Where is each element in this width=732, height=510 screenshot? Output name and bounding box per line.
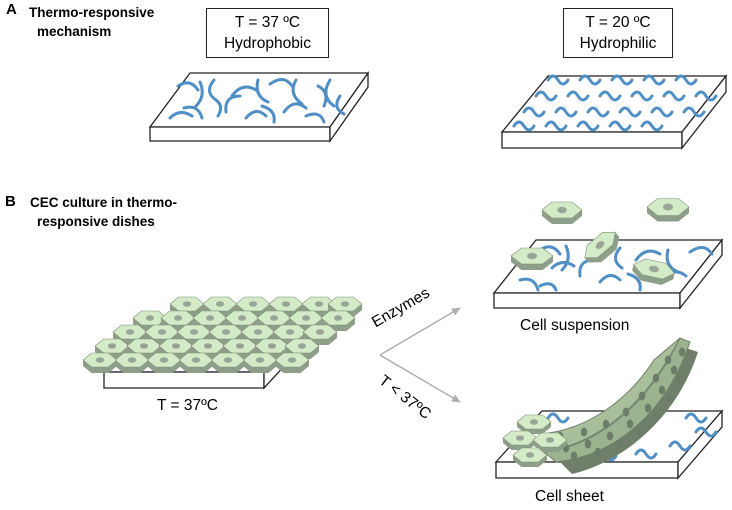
panel-b-title-line2: responsive dishes [37, 214, 155, 229]
enzyme-arrow [379, 307, 461, 356]
sheet-nucleus [658, 385, 666, 395]
sheet-nucleus [606, 431, 614, 441]
condition-box-hydrophobic: T = 37 ºC Hydrophobic [206, 8, 329, 58]
cell-monolayer [82, 296, 363, 373]
sheet-nucleus [622, 407, 630, 417]
sheet-nucleus [636, 427, 644, 437]
panel-a-letter: A [6, 1, 17, 18]
cell-sheet-label: Cell sheet [535, 488, 604, 505]
sheet-nucleus [652, 373, 660, 383]
sheet-nucleus [638, 391, 646, 401]
culture-cell [210, 352, 246, 373]
detached-cells [510, 198, 690, 285]
panel-b-letter: B [5, 193, 16, 210]
attached-cell [532, 432, 568, 452]
floating-cell [541, 201, 583, 224]
culture-cell [82, 352, 118, 373]
attached-cell [512, 447, 548, 467]
culture-cell [146, 352, 182, 373]
polymer-chains-extended [512, 74, 718, 132]
dish-culture [82, 296, 363, 390]
dish-hydrophilic [500, 74, 728, 150]
cell-suspension-label: Cell suspension [520, 317, 630, 334]
temperature-37-label: T = 37 ºC [234, 14, 301, 31]
sheet-attached-cells [502, 414, 568, 467]
dish-temperature-label: T = 37ºC [157, 397, 218, 414]
sheet-nucleus [616, 439, 624, 449]
sheet-nucleus [602, 419, 610, 429]
sheet-nucleus [676, 375, 684, 385]
hydrophobic-label: Hydrophobic [223, 35, 312, 52]
hydrophilic-label: Hydrophilic [579, 35, 657, 52]
temperature-20-label: T = 20 ºC [585, 14, 651, 31]
condition-box-hydrophilic: T = 20 ºC Hydrophilic [563, 8, 673, 58]
sheet-nucleus [626, 419, 634, 429]
dish-hydrophobic [148, 70, 370, 144]
culture-cell [114, 352, 150, 373]
culture-cell [242, 352, 278, 373]
dish-cell-suspension [492, 198, 724, 310]
floating-cell [510, 247, 554, 270]
sheet-nucleus [594, 447, 602, 457]
dish-cell-sheet [494, 337, 724, 480]
panel-a-title-line2: mechanism [37, 24, 112, 39]
sheet-nucleus [664, 355, 672, 365]
attached-cell [502, 430, 538, 450]
culture-cell [274, 352, 310, 373]
sheet-nucleus [570, 451, 578, 461]
sheet-nucleus [580, 427, 588, 437]
sheet-nucleus [678, 347, 686, 357]
panel-a-title-line1: Thermo-responsive [29, 5, 155, 20]
polymer-chains-collapsed [168, 78, 346, 124]
floating-cell [584, 231, 620, 263]
panel-b-title-line1: CEC culture in thermo- [30, 195, 178, 210]
culture-cell [178, 352, 214, 373]
sheet-nucleus [666, 393, 674, 403]
sheet-nucleus [584, 439, 592, 449]
temperature-arrow [379, 354, 461, 403]
sheet-nucleus [652, 411, 660, 421]
sheet-nucleus [670, 365, 678, 375]
branch-arrows [379, 307, 461, 403]
floating-cell [646, 198, 690, 222]
floating-cell [632, 258, 676, 285]
polymer-chains-suspension [518, 244, 714, 292]
sheet-nucleus [644, 403, 652, 413]
